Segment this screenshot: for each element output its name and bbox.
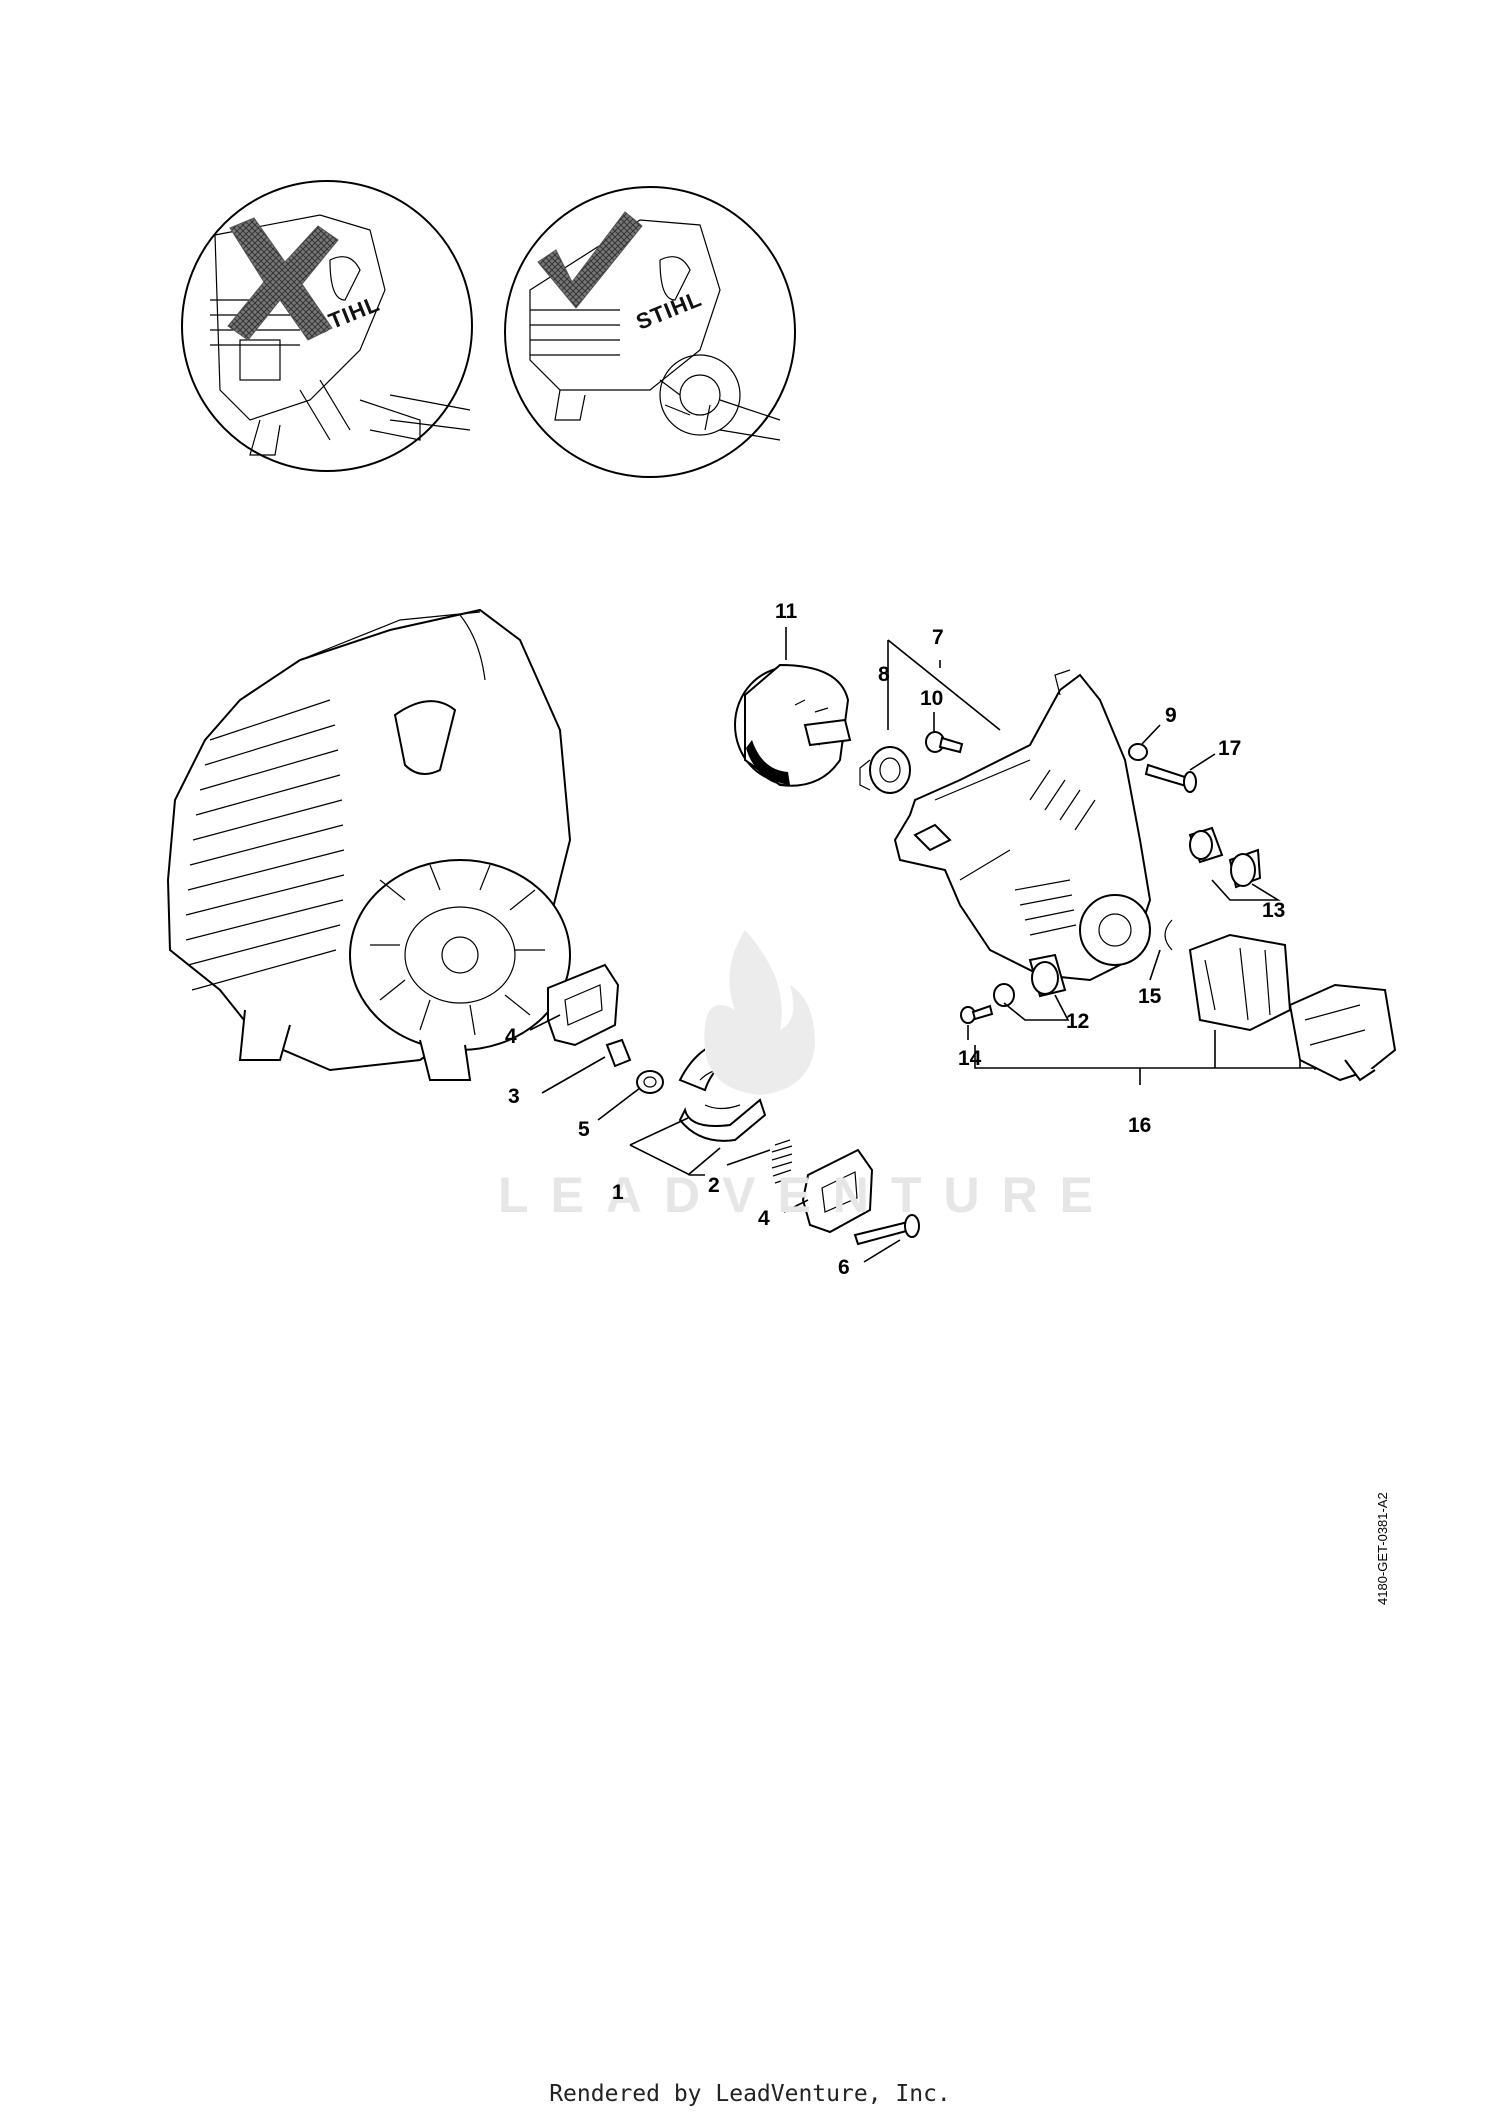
callout-7: 7	[932, 626, 944, 649]
callout-4-upper: 4	[505, 1025, 517, 1048]
callout-2: 2	[708, 1174, 720, 1197]
callout-4-lower: 4	[758, 1207, 770, 1230]
footer-credit: Rendered by LeadVenture, Inc.	[549, 2081, 951, 2107]
callout-14: 14	[958, 1047, 982, 1070]
x-mark-icon	[227, 217, 339, 341]
screw-17	[1144, 763, 1197, 793]
clutch-housing	[893, 669, 1152, 982]
screw-10	[925, 731, 964, 754]
engine-housing	[166, 608, 572, 1081]
callout-17: 17	[1218, 737, 1241, 760]
callout-12: 12	[1066, 1010, 1089, 1033]
screw-14	[960, 1004, 994, 1024]
callout-10: 10	[920, 687, 943, 710]
clutch-drum	[734, 663, 852, 787]
callout-15: 15	[1138, 985, 1162, 1008]
svg-text:LEADVENTURE: LEADVENTURE	[498, 1167, 1115, 1223]
watermark: LEADVENTURE	[498, 930, 1115, 1223]
callout-11: 11	[775, 600, 798, 623]
inset-correct-version: STIHL	[504, 186, 796, 478]
damping-elements-12	[993, 953, 1067, 1007]
damping-elements-13	[1188, 826, 1262, 889]
nut-9	[1128, 743, 1148, 761]
screw-6	[853, 1214, 920, 1246]
callout-1: 1	[612, 1181, 624, 1204]
flame-icon	[704, 930, 815, 1095]
circlip-15	[1164, 919, 1173, 951]
spring	[771, 1139, 793, 1184]
callout-labels: 11 7 8 10 9 17 13 15 12 14 16 4 3 5 1 2 …	[505, 600, 1285, 1279]
check-mark-icon	[537, 211, 643, 309]
spacer-sleeve	[605, 1038, 632, 1068]
callout-3: 3	[508, 1085, 520, 1108]
document-id: 4180-GET-0381-A2	[1375, 1492, 1390, 1605]
callout-5: 5	[578, 1118, 590, 1141]
inset-wrong-version: STIHL	[181, 180, 473, 472]
ball-bearing	[859, 746, 911, 794]
clutch-plate-lower	[801, 1148, 874, 1234]
callout-13: 13	[1262, 899, 1285, 922]
leader-lines	[529, 627, 1316, 1263]
callout-9: 9	[1165, 704, 1177, 727]
clamp-sleeve	[1188, 933, 1292, 1032]
callout-16: 16	[1128, 1114, 1151, 1137]
tube-mount	[1288, 983, 1397, 1082]
clutch-plate-upper	[547, 963, 620, 1047]
callout-8: 8	[878, 663, 890, 686]
washer	[636, 1070, 664, 1094]
callout-6: 6	[838, 1256, 850, 1279]
